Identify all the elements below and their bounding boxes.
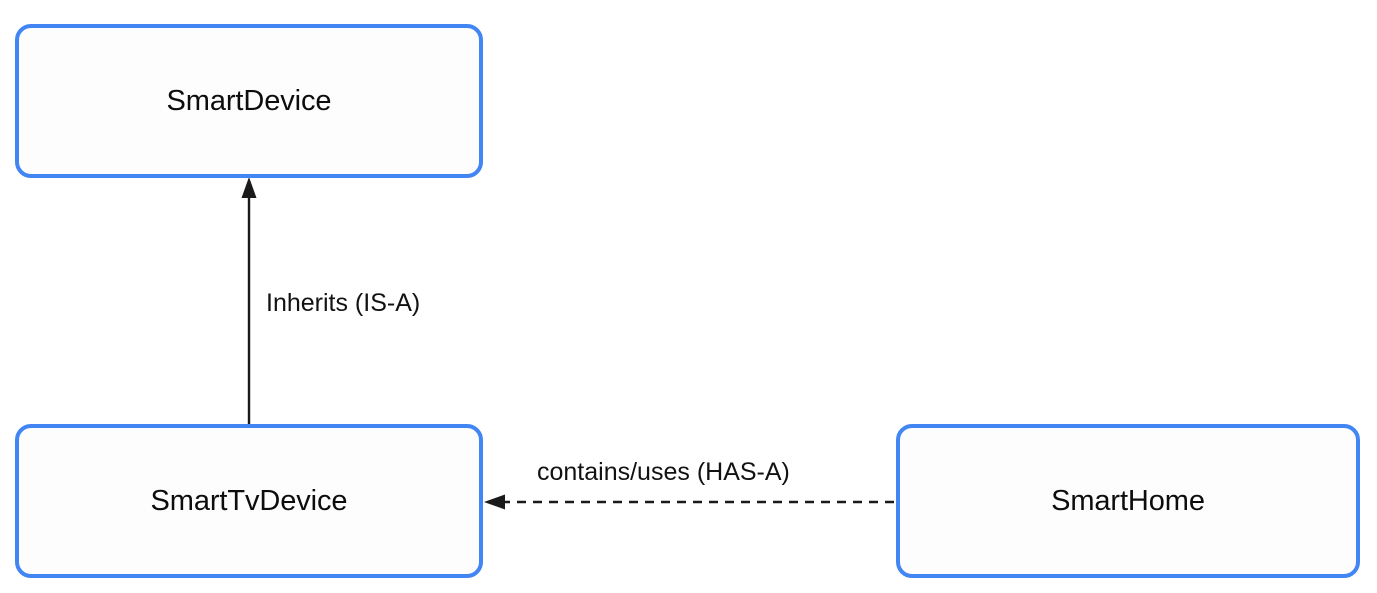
edge-contains-arrowhead-icon: [484, 494, 505, 510]
edge-label-inherits: Inherits (IS-A): [262, 289, 425, 318]
class-node-label: SmartHome: [1051, 484, 1205, 517]
class-node-smarttvdevice[interactable]: SmartTvDevice: [15, 424, 483, 578]
class-node-label: SmartDevice: [166, 84, 332, 117]
edge-contains: [484, 494, 894, 510]
edge-label-contains: contains/uses (HAS-A): [533, 458, 794, 487]
class-node-smartdevice[interactable]: SmartDevice: [15, 24, 483, 178]
edge-inherits-arrowhead-icon: [241, 177, 257, 198]
class-node-smarthome[interactable]: SmartHome: [896, 424, 1360, 578]
class-node-label: SmartTvDevice: [150, 484, 348, 517]
edge-inherits: [241, 177, 257, 424]
